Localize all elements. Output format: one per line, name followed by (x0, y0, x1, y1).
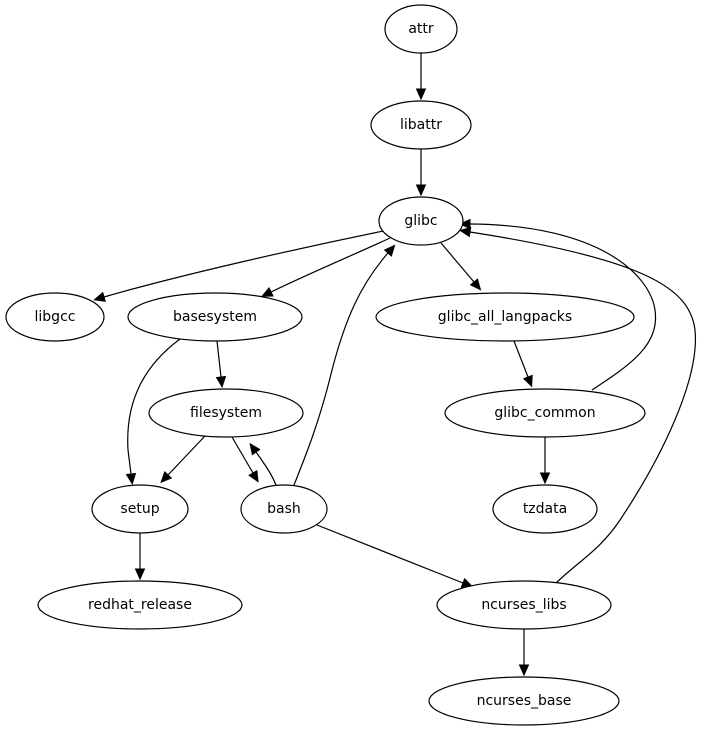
node-label: redhat_release (88, 597, 192, 613)
node-glibc_common[interactable]: glibc_common (444, 388, 646, 438)
arrowhead-icon (539, 472, 551, 485)
edge-ncurses_libs-to-ncurses_base (518, 629, 530, 677)
node-libgcc[interactable]: libgcc (5, 292, 105, 342)
node-label: libgcc (35, 309, 76, 325)
node-libattr[interactable]: libattr (370, 100, 472, 150)
node-label: bash (267, 501, 301, 517)
node-shape (370, 100, 472, 150)
node-shape (37, 580, 243, 630)
node-shape (492, 484, 598, 534)
edge-line (513, 340, 529, 378)
edge-setup-to-redhat_release (134, 533, 146, 581)
arrowhead-icon (134, 568, 146, 581)
edge-glibc-to-glibc_all_langpacks (440, 242, 482, 291)
edge-glibc-to-basesystem (260, 237, 391, 297)
node-tzdata[interactable]: tzdata (492, 484, 598, 534)
arrowhead-icon (522, 374, 533, 388)
edge-line (231, 436, 254, 474)
node-setup[interactable]: setup (91, 484, 189, 534)
node-filesystem[interactable]: filesystem (148, 388, 304, 438)
edge-line (270, 237, 391, 293)
edge-bash-to-filesystem (249, 442, 277, 486)
node-shape (428, 676, 620, 726)
node-shape (91, 484, 189, 534)
arrowhead-icon (458, 218, 471, 230)
edge-glibc_common-to-glibc (458, 218, 657, 391)
arrowhead-icon (215, 375, 227, 389)
edge-filesystem-to-setup (160, 435, 206, 484)
node-label: tzdata (523, 501, 567, 517)
edges-layer (93, 53, 697, 677)
node-attr[interactable]: attr (384, 4, 458, 54)
node-label: basesystem (173, 309, 257, 325)
node-shape (384, 4, 458, 54)
edge-ncurses_libs-to-glibc (458, 226, 697, 584)
node-label: glibc_common (494, 405, 595, 421)
node-glibc[interactable]: glibc (378, 196, 464, 246)
edge-line (127, 338, 181, 475)
node-label: setup (120, 501, 159, 517)
edge-line (167, 435, 206, 476)
node-shape (375, 292, 635, 342)
edge-line (103, 230, 384, 298)
node-label: glibc (404, 213, 437, 229)
node-label: ncurses_libs (481, 597, 566, 613)
arrowhead-icon (415, 184, 427, 197)
edge-glibc_all_langpacks-to-glibc_common (513, 340, 533, 388)
arrowhead-icon (415, 88, 427, 101)
node-shape (378, 196, 464, 246)
arrowhead-icon (248, 469, 259, 483)
edge-line (216, 340, 222, 378)
edge-line (255, 451, 277, 486)
nodes-layer: attr libattr glibc libgcc basesystem glibc_al… (5, 4, 646, 726)
edge-line (293, 252, 389, 486)
node-label: ncurses_base (477, 693, 572, 709)
node-bash[interactable]: bash (240, 484, 328, 534)
node-label: glibc_all_langpacks (438, 309, 572, 325)
node-shape (127, 292, 303, 342)
node-shape (5, 292, 105, 342)
arrowhead-icon (469, 278, 482, 291)
edge-libattr-to-glibc (415, 149, 427, 197)
edge-glibc_common-to-tzdata (539, 437, 551, 485)
arrowhead-icon (249, 442, 261, 456)
edge-glibc-to-libgcc (93, 230, 384, 302)
edge-filesystem-to-bash (231, 436, 259, 483)
node-glibc_all_langpacks[interactable]: glibc_all_langpacks (375, 292, 635, 342)
arrowhead-icon (125, 472, 137, 486)
node-shape (148, 388, 304, 438)
node-label: libattr (400, 117, 442, 133)
node-shape (444, 388, 646, 438)
edge-line (469, 231, 697, 584)
arrowhead-icon (458, 226, 472, 238)
node-ncurses_libs[interactable]: ncurses_libs (436, 580, 612, 630)
node-shape (436, 580, 612, 630)
edge-basesystem-to-filesystem (215, 340, 227, 389)
edge-attr-to-libattr (415, 53, 427, 101)
node-basesystem[interactable]: basesystem (127, 292, 303, 342)
edge-line (469, 223, 657, 391)
node-label: attr (408, 21, 434, 37)
arrowhead-icon (160, 471, 173, 484)
arrowhead-icon (260, 287, 274, 297)
node-redhat_release[interactable]: redhat_release (37, 580, 243, 630)
edge-bash-to-glibc (293, 244, 396, 486)
edge-line (440, 242, 475, 283)
arrowhead-icon (518, 664, 530, 677)
edge-line (316, 524, 464, 584)
node-ncurses_base[interactable]: ncurses_base (428, 676, 620, 726)
node-shape (240, 484, 328, 534)
arrowhead-icon (383, 244, 396, 257)
edge-basesystem-to-setup (125, 338, 181, 486)
arrowhead-icon (93, 291, 106, 302)
edge-bash-to-ncurses_libs (316, 524, 474, 588)
node-label: filesystem (190, 405, 262, 421)
